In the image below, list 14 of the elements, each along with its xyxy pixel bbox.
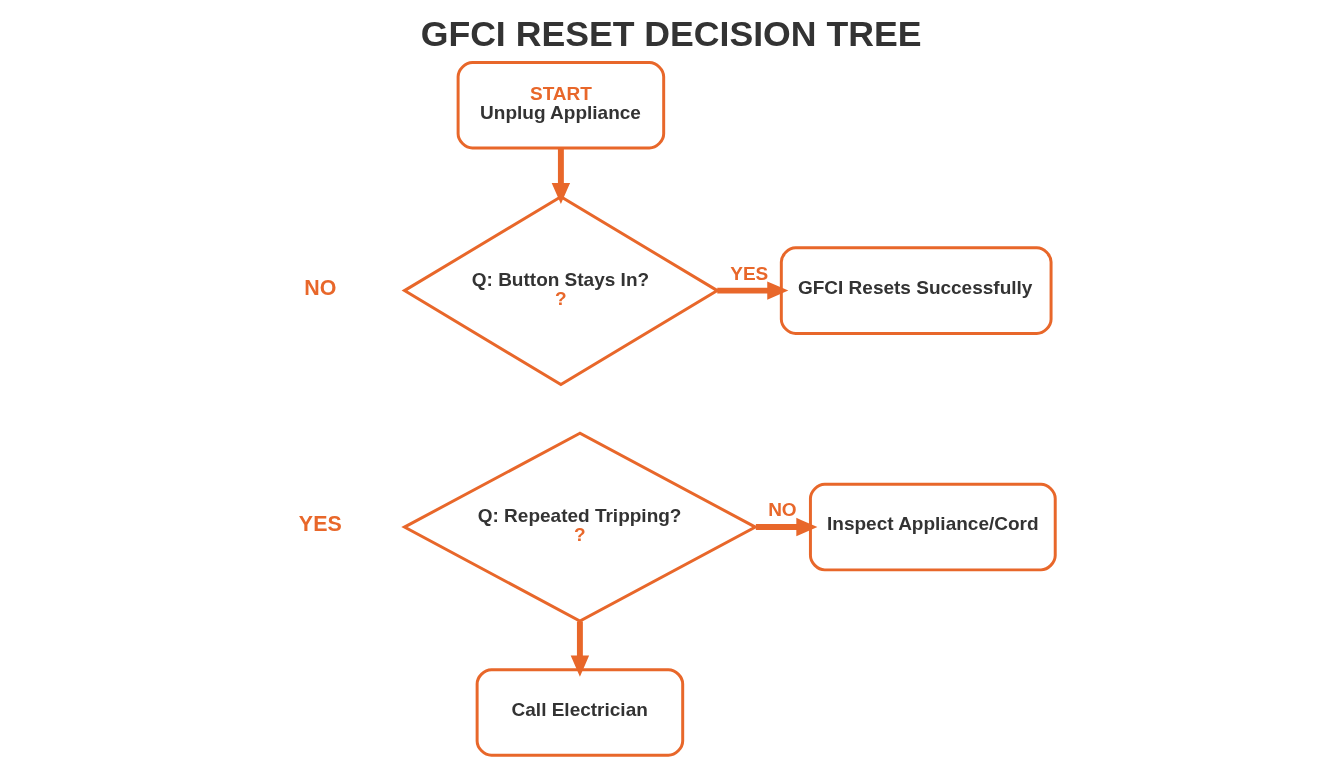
arrow (717, 280, 789, 300)
label: YES (298, 511, 342, 536)
node-diamond: Q: Repeated Tripping? ? (401, 431, 759, 623)
edge-label: YES (730, 262, 769, 284)
arrow (570, 620, 590, 677)
node-box: GFCI Resets Successfully (779, 245, 1053, 335)
node-box: START Unplug Appliance (456, 60, 666, 149)
arrow (755, 517, 818, 536)
node-box: Call Electrician (475, 667, 685, 757)
node-box: Inspect Appliance/Cord (808, 482, 1057, 571)
edge-label: NO (768, 498, 797, 520)
arrow (551, 147, 571, 204)
label: NO (304, 275, 337, 300)
diagram-title: GFCI RESET DECISION TREE (420, 13, 922, 54)
